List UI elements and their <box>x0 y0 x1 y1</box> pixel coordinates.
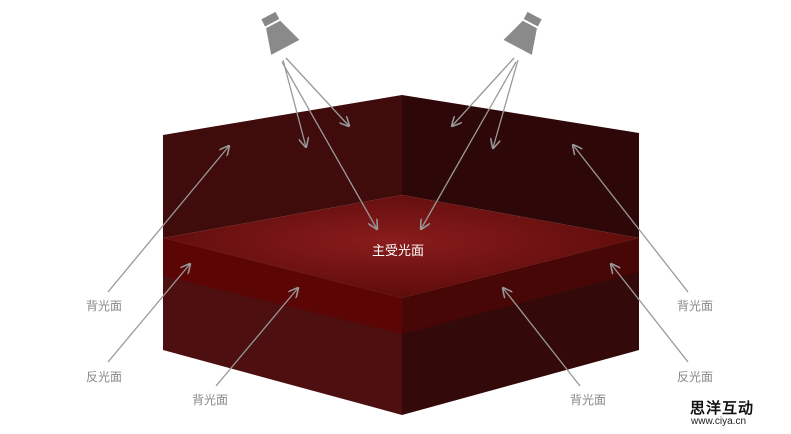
pointer-back-upper-left <box>107 146 229 293</box>
ray-arrow <box>421 61 517 229</box>
ray-arrow <box>282 59 306 147</box>
back-light-upper-right-label: 背光面 <box>677 299 714 313</box>
left-lamp-rays <box>281 57 377 229</box>
left-back-wall <box>163 95 402 238</box>
pointer-reflect-right <box>611 264 689 363</box>
reflect-left-label: 反光面 <box>86 370 123 384</box>
reflect-right-label: 反光面 <box>677 370 714 384</box>
slab-left-face <box>163 238 402 334</box>
pointer-back-lower-left <box>215 288 298 387</box>
back-light-lower-right-label: 背光面 <box>570 393 607 407</box>
ray-arrow <box>452 57 515 126</box>
logo-title: 思洋互动 <box>690 399 755 417</box>
pointer-reflect-left <box>107 264 190 363</box>
pointer-back-upper-right <box>573 145 689 293</box>
back-light-upper-left-label: 背光面 <box>86 299 123 313</box>
main-lit-top-face <box>163 195 639 298</box>
back-light-lower-left-label: 背光面 <box>192 393 229 407</box>
ray-arrow <box>281 61 377 229</box>
spotlight-icon-left <box>261 11 300 55</box>
ray-arrow <box>285 57 349 126</box>
spotlight-icon-right <box>503 11 542 55</box>
right-back-wall <box>402 95 639 238</box>
ray-arrow <box>493 59 519 148</box>
main-lit-surface-label: 主受光面 <box>372 243 425 258</box>
label-pointers <box>107 145 689 387</box>
slab-right-face <box>402 238 639 334</box>
right-lamp-rays <box>421 57 519 229</box>
pointer-back-lower-right <box>503 288 581 387</box>
logo-url: www.ciya.cn <box>691 416 747 427</box>
